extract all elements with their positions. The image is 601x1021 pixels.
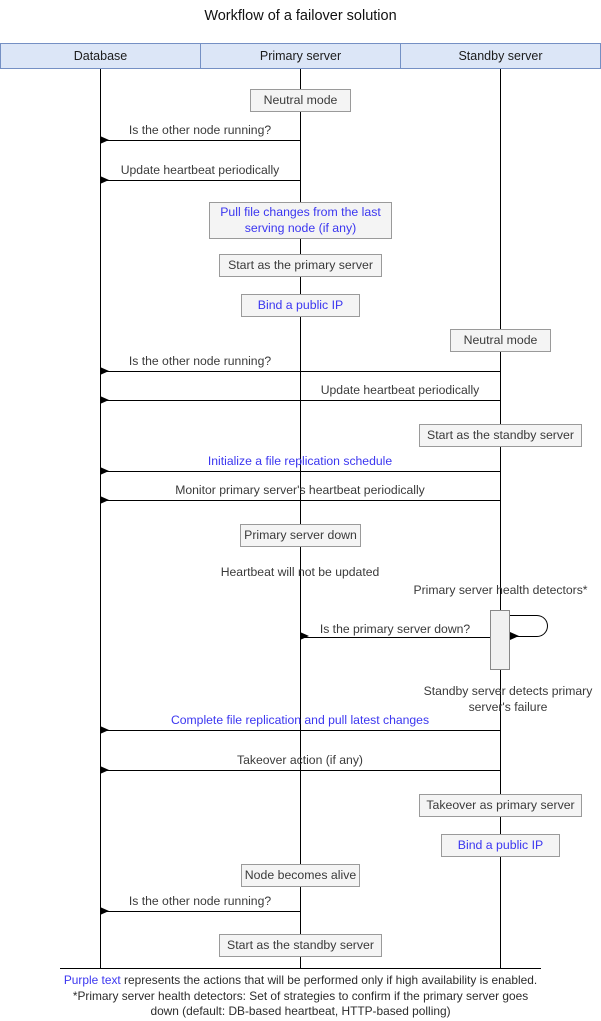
message-line-update-heartbeat-2 xyxy=(100,400,500,401)
box-primary-node-becomes-alive[interactable]: Node becomes alive xyxy=(241,864,360,887)
lifeline-database xyxy=(100,69,101,968)
message-line-is-primary-server-down xyxy=(300,636,490,638)
activation-bar-standby-server xyxy=(490,610,510,670)
actor-header-standby-server[interactable]: Standby server xyxy=(400,43,601,69)
box-primary-bind-public-ip[interactable]: Bind a public IP xyxy=(241,294,360,317)
message-label-update-heartbeat-2: Update heartbeat periodically xyxy=(320,383,480,397)
box-standby-bind-public-ip[interactable]: Bind a public IP xyxy=(441,834,560,857)
box-standby-takeover-as-primary-server[interactable]: Takeover as primary server xyxy=(419,794,582,817)
message-arrowhead-is-other-node-running-1 xyxy=(100,135,109,144)
message-line-is-other-node-running-3 xyxy=(100,911,300,912)
footer-line-2: *Primary server health detectors: Set of… xyxy=(72,988,529,1003)
footer-keyword: Purple text xyxy=(63,973,121,987)
message-label-monitor-primary-heartbeat: Monitor primary server's heartbeat perio… xyxy=(175,483,425,497)
footer-line-3: down (default: DB-based heartbeat, HTTP-… xyxy=(150,1004,451,1019)
actor-header-band: Database Primary server Standby server xyxy=(0,43,601,69)
box-primary-start-as-standby-server[interactable]: Start as the standby server xyxy=(219,934,382,957)
message-label-update-heartbeat-1: Update heartbeat periodically xyxy=(120,163,280,177)
message-label-takeover-action: Takeover action (if any) xyxy=(237,753,363,767)
box-standby-start-as-standby-server[interactable]: Start as the standby server xyxy=(419,424,582,447)
message-arrowhead-monitor-primary-heartbeat xyxy=(100,495,109,504)
message-arrowhead-takeover-action xyxy=(100,765,109,774)
message-arrowhead-is-other-node-running-3 xyxy=(100,906,109,915)
message-arrowhead-is-other-node-running-2 xyxy=(100,366,109,375)
footer-legend: Purple text represents the actions that … xyxy=(0,973,601,1020)
message-arrowhead-update-heartbeat-2 xyxy=(100,395,109,404)
actor-header-database[interactable]: Database xyxy=(0,43,200,69)
message-line-is-other-node-running-1 xyxy=(100,140,300,141)
box-primary-start-as-primary-server[interactable]: Start as the primary server xyxy=(219,254,382,277)
footer-line-1: Purple text represents the actions that … xyxy=(0,973,601,989)
box-primary-pull-file-changes[interactable]: Pull file changes from the last serving … xyxy=(209,202,392,239)
page-title: Workflow of a failover solution xyxy=(204,8,397,24)
message-label-initialize-file-replication-schedule: Initialize a file replication schedule xyxy=(207,454,393,468)
self-message-loop-standby-server xyxy=(510,615,548,637)
message-arrowhead-initialize-file-replication-schedule xyxy=(100,466,109,475)
message-line-initialize-file-replication-schedule xyxy=(100,471,500,472)
message-label-is-primary-server-down: Is the primary server down? xyxy=(319,622,471,636)
message-line-monitor-primary-heartbeat xyxy=(100,500,500,501)
footer-divider xyxy=(60,968,541,969)
message-label-complete-file-replication: Complete file replication and pull lates… xyxy=(170,713,430,727)
box-primary-server-down[interactable]: Primary server down xyxy=(240,524,361,547)
footer-line-1-rest: represents the actions that will be perf… xyxy=(120,973,538,987)
box-standby-neutral-mode[interactable]: Neutral mode xyxy=(450,329,551,352)
message-label-is-other-node-running-2: Is the other node running? xyxy=(128,354,272,368)
actor-header-primary-server[interactable]: Primary server xyxy=(200,43,400,69)
self-message-arrowhead-standby-server xyxy=(510,632,519,640)
message-line-complete-file-replication xyxy=(100,730,500,731)
note-standby-detects-primary-failure: Standby server detects primary server's … xyxy=(423,684,593,714)
message-label-is-other-node-running-3: Is the other node running? xyxy=(128,894,272,908)
box-primary-neutral-mode[interactable]: Neutral mode xyxy=(250,89,351,112)
message-line-takeover-action xyxy=(100,770,500,771)
message-line-is-other-node-running-2 xyxy=(100,371,500,372)
message-arrowhead-complete-file-replication xyxy=(100,725,109,734)
message-line-update-heartbeat-1 xyxy=(100,180,300,181)
message-arrowhead-is-primary-server-down xyxy=(300,632,309,640)
message-label-is-other-node-running-1: Is the other node running? xyxy=(128,123,272,137)
note-primary-server-health-detectors: Primary server health detectors* xyxy=(413,583,588,597)
lifeline-standby-server xyxy=(500,69,501,968)
lifeline-primary-server xyxy=(300,69,301,968)
note-heartbeat-not-updated: Heartbeat will not be updated xyxy=(220,565,380,579)
message-arrowhead-update-heartbeat-1 xyxy=(100,175,109,184)
